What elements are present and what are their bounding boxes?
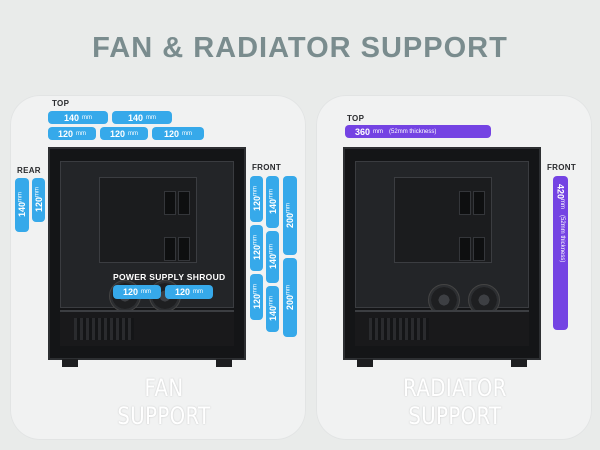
radiator-top-label: TOP (347, 114, 365, 123)
page-title: FAN & RADIATOR SUPPORT (92, 32, 508, 64)
fan-top-label: TOP (52, 99, 70, 108)
fan-front-label: FRONT (252, 163, 282, 172)
radiator-support-caption: RADIATOR SUPPORT (403, 374, 507, 430)
fan-rear-label: REAR (17, 166, 41, 175)
case-image-fan (48, 147, 246, 367)
fan-shroud-label: POWER SUPPLY SHROUD (113, 272, 226, 282)
case-image-radiator (343, 147, 541, 367)
fan-support-caption: FAN SUPPORT (117, 374, 211, 430)
radiator-front-label: FRONT (547, 163, 577, 172)
